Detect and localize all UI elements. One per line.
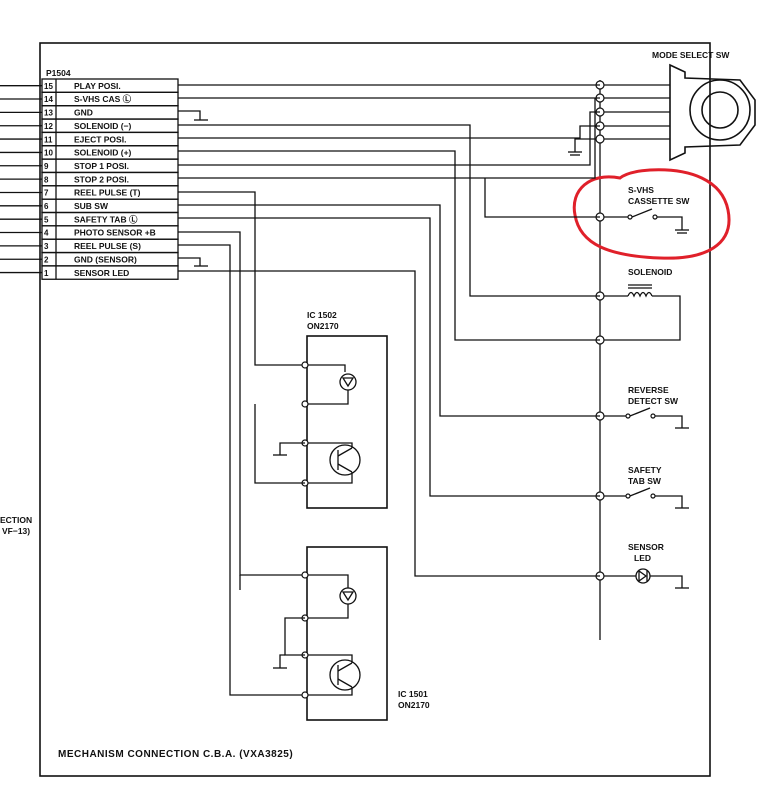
svhs-label-1: S-VHS: [628, 185, 654, 195]
connector-pin-row: 7 REEL PULSE (T): [0, 185, 179, 200]
pin-number: 7: [44, 189, 49, 198]
connector-pin-row: 6 SUB SW: [0, 198, 179, 214]
left-fragment-1: ECTION: [0, 515, 32, 525]
ic1502: IC 1502 ON2170: [254, 310, 388, 509]
board-title: MECHANISM CONNECTION C.B.A. (VXA3825): [58, 749, 293, 760]
connector-pin-row: 2 GND (SENSOR): [0, 251, 179, 267]
connector-pin-row: 12 SOLENOID (−): [0, 118, 179, 134]
pin-number: 4: [44, 229, 49, 238]
ic1501-part: ON2170: [398, 700, 430, 710]
left-fragment-2: VF−13): [2, 526, 30, 536]
pin-number: 1: [44, 269, 49, 278]
pin-label: PHOTO SENSOR +B: [74, 228, 156, 238]
pin-number: 15: [44, 82, 53, 91]
pin-number: 14: [44, 95, 53, 104]
safety-label-2: TAB SW: [628, 476, 662, 486]
pin-label: EJECT POSI.: [74, 134, 126, 144]
mode-select-label: MODE SELECT SW: [652, 50, 730, 60]
pin-label: STOP 2 POSI.: [74, 174, 129, 184]
connector-pin-row: 14 S-VHS CAS Ⓛ: [0, 91, 179, 107]
svhs-cassette-switch: S-VHS CASSETTE SW: [572, 168, 731, 260]
board-outline: [39, 42, 711, 777]
pin-number: 2: [44, 255, 49, 264]
red-highlight-circle: [572, 168, 731, 260]
pin-number: 12: [44, 122, 53, 131]
pin-label: PLAY POSI.: [74, 81, 121, 91]
ic1501: IC 1501 ON2170: [239, 546, 430, 721]
pin-label: SOLENOID (+): [74, 148, 132, 158]
connector-pin-row: 3 REEL PULSE (S): [0, 238, 179, 254]
reverse-label-2: DETECT SW: [628, 396, 679, 406]
pin-number: 13: [44, 109, 53, 118]
ic1501-name: IC 1501: [398, 689, 428, 699]
safety-tab-switch: SAFETY TAB SW: [600, 465, 689, 509]
ic1502-part: ON2170: [307, 321, 339, 331]
connector-pin-row: 8 STOP 2 POSI.: [0, 171, 179, 187]
pin-number: 6: [44, 202, 49, 211]
pin-number: 10: [44, 149, 53, 158]
connector-pin-row: 13 GND: [0, 105, 179, 120]
pin-number: 8: [44, 175, 49, 184]
connector-pin-row: 4 PHOTO SENSOR +B: [0, 225, 179, 240]
connector-pin-row: 1 SENSOR LED: [0, 265, 179, 280]
pin-number: 3: [44, 242, 49, 251]
mode-select-switch: MODE SELECT SW: [568, 50, 756, 162]
safety-label-1: SAFETY: [628, 465, 662, 475]
connector-pin-row: 10 SOLENOID (+): [0, 145, 179, 160]
pin-label: REEL PULSE (T): [74, 188, 141, 198]
pin-number: 11: [44, 135, 53, 144]
connector-pin-row: 9 STOP 1 POSI.: [0, 158, 179, 174]
connector-wiring: [178, 84, 600, 696]
connector-pin-row: 5 SAFETY TAB Ⓛ: [0, 211, 179, 227]
pin-number: 9: [44, 162, 49, 171]
connector-name: P1504: [46, 68, 71, 78]
pin-label: STOP 1 POSI.: [74, 161, 129, 171]
svhs-label-2: CASSETTE SW: [628, 196, 690, 206]
sensor-led: SENSOR LED: [600, 542, 689, 589]
reverse-detect-switch: REVERSE DETECT SW: [600, 385, 689, 429]
reverse-label-1: REVERSE: [628, 385, 669, 395]
ic1502-name: IC 1502: [307, 310, 337, 320]
pin-label: SOLENOID (−): [74, 121, 132, 131]
pin-label: GND: [74, 108, 93, 118]
pin-label: SENSOR LED: [74, 268, 129, 278]
sensor-led-label-1: SENSOR: [628, 542, 664, 552]
pin-label: SAFETY TAB Ⓛ: [74, 214, 138, 224]
pin-number: 5: [44, 215, 49, 224]
pin-label: REEL PULSE (S): [74, 241, 141, 251]
connector-pin-row: 11 EJECT POSI.: [0, 131, 179, 147]
sensor-led-label-2: LED: [634, 553, 651, 563]
solenoid-label: SOLENOID: [628, 267, 672, 277]
pin-label: GND (SENSOR): [74, 254, 137, 264]
pin-label: SUB SW: [74, 201, 109, 211]
pin-label: S-VHS CAS Ⓛ: [74, 94, 132, 104]
solenoid: SOLENOID: [600, 267, 681, 341]
connector-pin-row: 15 PLAY POSI.: [0, 78, 179, 94]
